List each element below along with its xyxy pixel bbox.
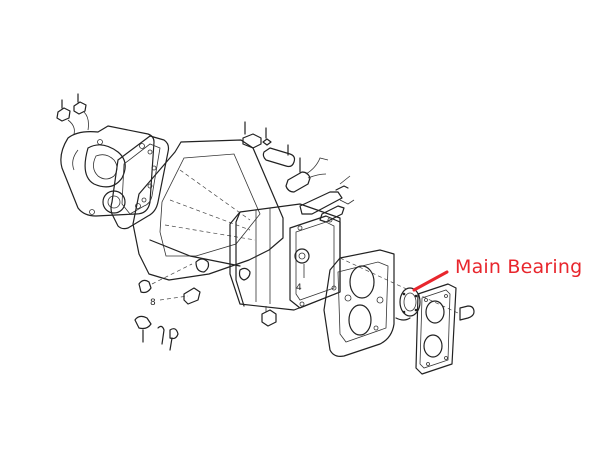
front-gasket <box>110 135 170 230</box>
callout-leader-line <box>412 270 449 292</box>
transmission-case <box>132 139 341 311</box>
switches-and-sensors <box>242 121 355 223</box>
part-label-8: 8 <box>150 298 156 308</box>
main-bearing <box>395 287 421 321</box>
front-cover-plate <box>56 93 155 217</box>
rear-bolt <box>459 305 475 321</box>
rear-gasket <box>415 283 457 375</box>
part-label-4: 4 <box>296 283 302 293</box>
fasteners <box>134 263 277 351</box>
main-bearing-callout-label: Main Bearing <box>455 256 583 278</box>
rear-extension-plate <box>323 249 461 357</box>
